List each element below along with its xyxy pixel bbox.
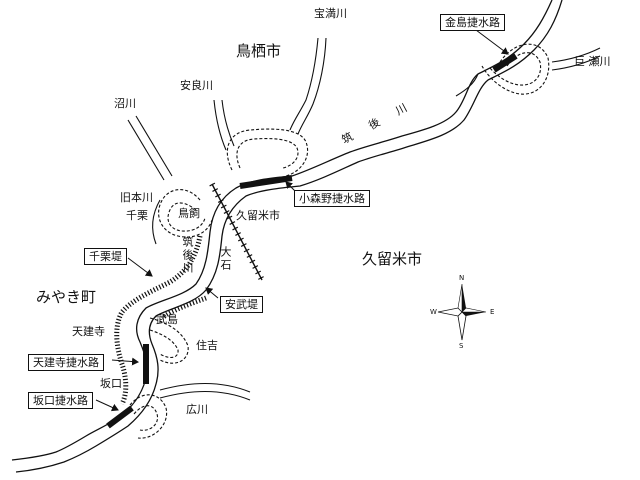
cutoff-channels	[106, 53, 518, 429]
compass-w-label: W	[430, 308, 437, 316]
compass-n-label: N	[459, 274, 465, 282]
city-label-kurume-north: 久留米市	[236, 209, 280, 222]
river-label-numa: 沼川	[114, 97, 136, 110]
place-label-chikuri: 千栗	[126, 209, 148, 222]
place-label-sumiyoshi: 住吉	[196, 339, 218, 352]
chikugo-river-banks	[11, 0, 563, 473]
place-label-tengenji: 天建寺	[72, 325, 105, 338]
place-label-oishi: 大石	[219, 246, 232, 272]
compass-e-label: E	[490, 308, 495, 316]
river-label-homan: 宝満川	[314, 7, 347, 20]
place-label-takeshima: 武島	[156, 313, 178, 326]
compass-s-label: S	[459, 342, 464, 350]
city-label-miyaki: みやき町	[36, 288, 97, 306]
city-label-tosu: 鳥栖市	[236, 42, 282, 60]
label-chikuri-levee: 千栗堤	[84, 248, 127, 265]
label-anbu-levee: 安武堤	[220, 296, 263, 313]
river-label-kose: 巨 瀬川	[574, 55, 611, 68]
compass-rose	[437, 283, 487, 341]
label-sakaguchi-cutoff: 坂口捷水路	[28, 392, 93, 409]
city-label-kurume: 久留米市	[362, 250, 423, 268]
river-label-chikugo-lower: 筑後川	[181, 236, 194, 275]
label-tengenji-cutoff: 天建寺捷水路	[28, 354, 104, 371]
place-label-torikai: 鳥飼	[178, 207, 200, 220]
label-komorino-cutoff: 小森野捷水路	[294, 190, 370, 207]
label-kanashima-cutoff: 金島捷水路	[440, 14, 505, 31]
leader-arrows	[95, 29, 509, 412]
river-label-kyuhon: 旧本川	[120, 191, 153, 204]
place-label-sakaguchi: 坂口	[100, 377, 122, 390]
levees	[114, 235, 207, 406]
railway	[209, 182, 265, 282]
river-label-ara: 安良川	[180, 79, 213, 92]
river-label-hiro: 広川	[186, 403, 208, 416]
old-meanders	[129, 43, 550, 439]
tributary-rivers	[127, 37, 601, 401]
